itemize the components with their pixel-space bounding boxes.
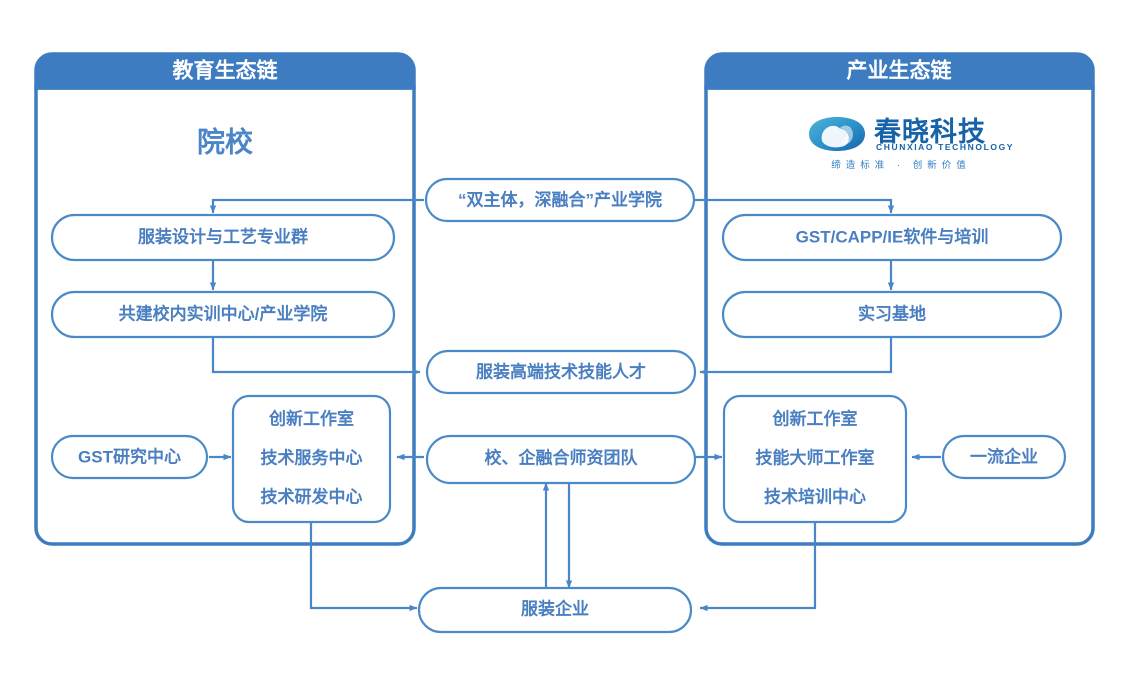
- node-gst-research-shape[interactable]: [50, 434, 209, 480]
- node-industry-college-shape[interactable]: [424, 177, 696, 223]
- node-internship-base-label: 实习基地: [858, 303, 926, 323]
- node-industry-centers-shape[interactable]: [722, 394, 908, 524]
- chunxiao-logo: 春晓科技 CHUNXIAO TECHNOLOGY 缔造标准 · 创新价值: [806, 112, 1012, 174]
- node-top-enterprise[interactable]: 一流企业: [941, 434, 1067, 480]
- connector-industry-centers-to-company: [699, 522, 817, 612]
- node-apparel-company-label: 服装企业: [521, 598, 589, 618]
- logo-en-name: CHUNXIAO TECHNOLOGY: [876, 142, 1015, 152]
- node-training-center[interactable]: 共建校内实训中心/产业学院: [50, 290, 396, 339]
- node-major-group-shape[interactable]: [50, 213, 396, 262]
- node-faculty-team[interactable]: 校、企融合师资团队: [425, 434, 697, 485]
- left-panel-header-label: 教育生态链: [173, 59, 279, 83]
- logo-cn-name: 春晓科技: [874, 117, 986, 147]
- node-major-group-label: 服装设计与工艺专业群: [138, 226, 308, 246]
- node-top-enterprise-label: 一流企业: [970, 446, 1038, 466]
- node-school-centers-line-3: 技术研发中心: [261, 486, 363, 506]
- connector-layer: [209, 198, 941, 612]
- node-internship-base-shape[interactable]: [721, 290, 1063, 339]
- node-talent[interactable]: 服装高端技术技能人才: [425, 349, 697, 395]
- node-software-training-shape[interactable]: [721, 213, 1063, 262]
- node-apparel-company[interactable]: 服装企业: [417, 586, 693, 634]
- node-training-center-shape[interactable]: [50, 290, 396, 339]
- node-school-centers-line-2: 技术服务中心: [261, 447, 363, 467]
- node-school-centers-shape[interactable]: [231, 394, 392, 524]
- node-talent-shape[interactable]: [425, 349, 697, 395]
- node-gst-research[interactable]: GST研究中心: [50, 434, 209, 480]
- node-training-center-label: 共建校内实训中心/产业学院: [119, 303, 328, 323]
- node-industry-college-label: “双主体，深融合”产业学院: [458, 189, 662, 209]
- right-panel-header: [704, 52, 1095, 90]
- node-school-centers[interactable]: 创新工作室 技术服务中心 技术研发中心: [231, 394, 392, 524]
- node-internship-base[interactable]: 实习基地: [721, 290, 1063, 339]
- logo-slogan: 缔造标准 · 创新价值: [831, 160, 971, 171]
- node-faculty-team-label: 校、企融合师资团队: [485, 447, 639, 467]
- left-panel-title: 院校: [197, 125, 254, 157]
- node-school-centers-line-1: 创新工作室: [268, 408, 354, 428]
- node-industry-centers[interactable]: 创新工作室 技能大师工作室 技术培训中心: [722, 394, 908, 524]
- right-panel-header-label: 产业生态链: [847, 59, 953, 83]
- connector-school-centers-to-company: [309, 522, 418, 612]
- chunxiao-eye-icon: [809, 117, 865, 151]
- connector-training-to-talent: [211, 337, 421, 376]
- node-gst-research-label: GST研究中心: [78, 446, 181, 466]
- node-industry-centers-line-1: 创新工作室: [772, 408, 858, 428]
- node-software-training[interactable]: GST/CAPP/IE软件与培训: [721, 213, 1063, 262]
- node-apparel-company-shape[interactable]: [417, 586, 693, 634]
- node-talent-label: 服装高端技术技能人才: [476, 361, 646, 381]
- node-industry-college[interactable]: “双主体，深融合”产业学院: [424, 177, 696, 223]
- node-top-enterprise-shape[interactable]: [941, 434, 1067, 480]
- node-faculty-team-shape[interactable]: [425, 434, 697, 485]
- connector-college-to-software: [695, 198, 895, 214]
- left-panel-header: [34, 52, 416, 90]
- node-major-group[interactable]: 服装设计与工艺专业群: [50, 213, 396, 262]
- connector-college-to-major-group: [209, 198, 424, 214]
- connector-internship-to-talent: [699, 337, 893, 376]
- node-industry-centers-line-2: 技能大师工作室: [756, 447, 875, 467]
- node-industry-centers-line-3: 技术培训中心: [764, 486, 866, 506]
- node-software-training-label: GST/CAPP/IE软件与培训: [796, 226, 989, 246]
